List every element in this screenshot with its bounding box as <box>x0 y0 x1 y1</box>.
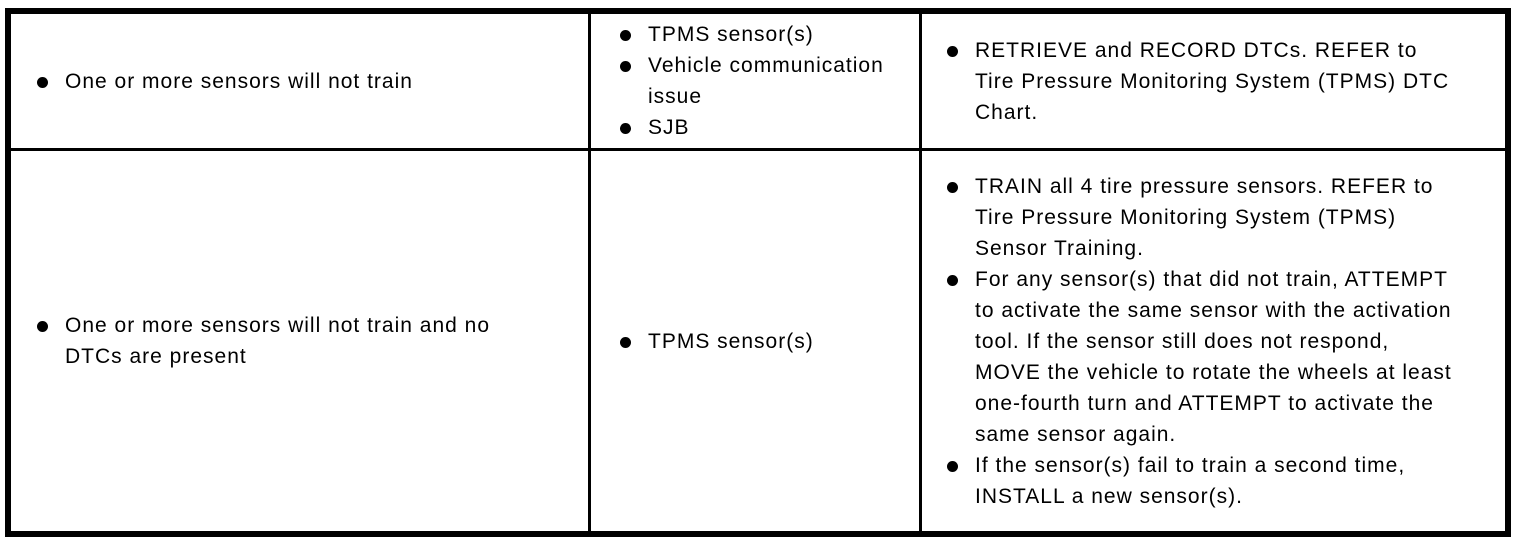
bullet-list: One or more sensors will not train and n… <box>37 310 515 372</box>
bullet-text: TRAIN all 4 tire pressure sensors. REFER… <box>975 174 1434 260</box>
bullet-text: TPMS sensor(s) <box>648 23 814 46</box>
cell-symptom-row1: One or more sensors will not train <box>11 14 591 151</box>
bullet-list: RETRIEVE and RECORD DTCs. REFER to Tire … <box>947 35 1457 128</box>
bullet-item: Vehicle communication issue <box>620 50 908 112</box>
cell-actions-row1: RETRIEVE and RECORD DTCs. REFER to Tire … <box>922 14 1505 151</box>
bullet-item: One or more sensors will not train <box>37 66 515 97</box>
bullet-text: If the sensor(s) fail to train a second … <box>975 453 1406 508</box>
bullet-icon <box>620 30 631 41</box>
cell-symptom-row2: One or more sensors will not train and n… <box>11 151 591 531</box>
bullet-item: TRAIN all 4 tire pressure sensors. REFER… <box>947 171 1457 264</box>
tpms-symptom-table: One or more sensors will not train TPMS … <box>5 8 1511 537</box>
cell-possible-sources-row2: TPMS sensor(s) <box>591 151 922 531</box>
bullet-list: One or more sensors will not train <box>37 66 515 97</box>
bullet-item: TPMS sensor(s) <box>620 326 908 357</box>
bullet-text: Vehicle communication issue <box>648 54 884 108</box>
cell-actions-row2: TRAIN all 4 tire pressure sensors. REFER… <box>922 151 1505 531</box>
bullet-text: TPMS sensor(s) <box>648 329 814 353</box>
bullet-item: One or more sensors will not train and n… <box>37 310 515 372</box>
bullet-text: For any sensor(s) that did not train, AT… <box>975 267 1452 446</box>
bullet-icon <box>620 61 631 72</box>
bullet-text: One or more sensors will not train <box>65 69 413 93</box>
bullet-list: TPMS sensor(s) <box>620 326 908 357</box>
bullet-item: SJB <box>620 112 908 143</box>
bullet-icon <box>947 460 958 472</box>
bullet-item: RETRIEVE and RECORD DTCs. REFER to Tire … <box>947 35 1457 128</box>
bullet-icon <box>947 45 958 57</box>
bullet-item: If the sensor(s) fail to train a second … <box>947 450 1457 512</box>
cell-possible-sources-row1: TPMS sensor(s) Vehicle communication issu… <box>591 14 922 151</box>
bullet-item: TPMS sensor(s) <box>620 19 908 50</box>
bullet-text: SJB <box>648 116 690 139</box>
bullet-text: One or more sensors will not train and n… <box>65 314 491 368</box>
bullet-text: RETRIEVE and RECORD DTCs. REFER to Tire … <box>975 38 1450 124</box>
bullet-icon <box>37 76 48 88</box>
bullet-item: For any sensor(s) that did not train, AT… <box>947 264 1457 450</box>
bullet-list: TRAIN all 4 tire pressure sensors. REFER… <box>947 171 1457 512</box>
bullet-icon <box>620 123 631 134</box>
bullet-icon <box>620 336 631 348</box>
bullet-icon <box>947 274 958 286</box>
bullet-icon <box>947 181 958 193</box>
bullet-icon <box>37 321 48 332</box>
bullet-list: TPMS sensor(s) Vehicle communication issu… <box>620 19 908 143</box>
